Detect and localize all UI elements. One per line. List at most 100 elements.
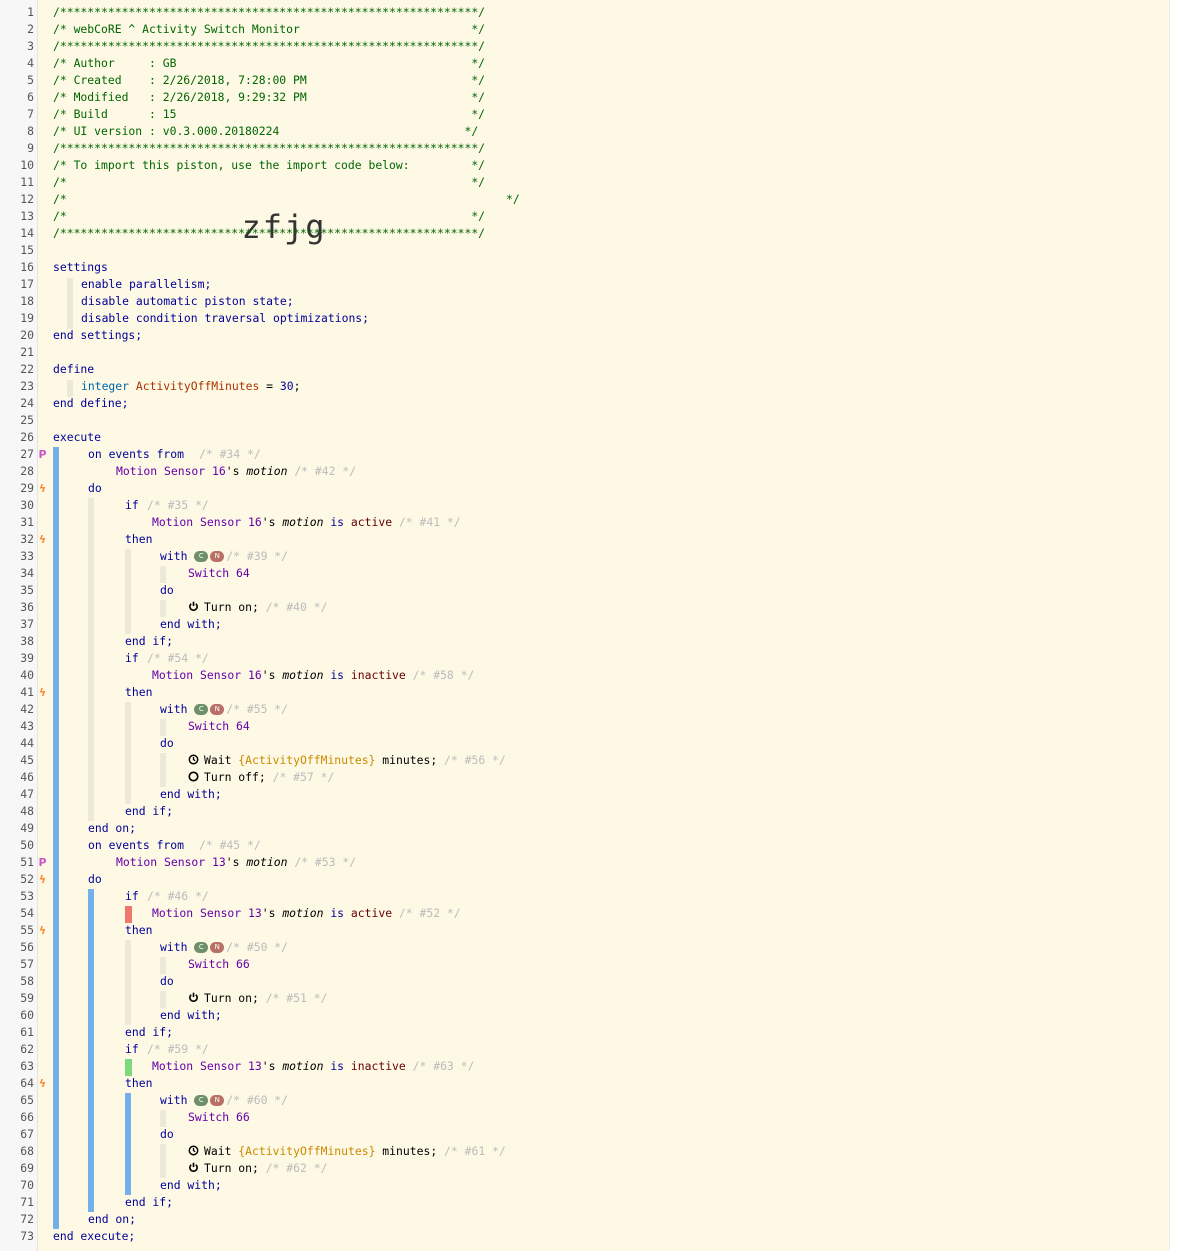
- task-turn-off[interactable]: Turn off; /* #57 */: [188, 769, 334, 786]
- build-line: /* Build : 15 */: [53, 107, 486, 121]
- n-badge[interactable]: N: [210, 1095, 225, 1106]
- end-execute-keyword: end execute;: [53, 1229, 136, 1243]
- end-on-keyword: end on;: [88, 821, 137, 835]
- possessive: 's: [261, 668, 283, 682]
- wait-expression: {ActivityOffMinutes}: [238, 1144, 376, 1158]
- line-number: 70: [20, 1178, 34, 1192]
- import-note: /* To import this piston, use the import…: [53, 158, 486, 172]
- line-number: 71: [20, 1195, 34, 1209]
- setting-item[interactable]: disable automatic piston state;: [81, 294, 294, 308]
- line-number: 16: [20, 260, 34, 274]
- c-badge[interactable]: C: [194, 551, 209, 562]
- piston-title: /* webCoRE ^ Activity Switch Monitor */: [53, 22, 486, 36]
- possessive: 's: [225, 855, 247, 869]
- line-number: 73: [20, 1229, 34, 1243]
- device-switch-64[interactable]: Switch 64: [188, 566, 250, 580]
- event-trigger[interactable]: Motion Sensor 13's motion /* #53 */: [116, 854, 356, 871]
- line-number: 27: [20, 447, 34, 461]
- task-turn-on[interactable]: Turn on; /* #62 */: [188, 1160, 327, 1177]
- n-badge[interactable]: N: [210, 551, 225, 562]
- end-define-keyword: end define;: [53, 396, 129, 410]
- statement-id: /* #35 */: [147, 498, 209, 512]
- with-keyword: with: [160, 702, 188, 716]
- line-number: 48: [20, 804, 34, 818]
- statement-id: /* #39 */: [226, 549, 289, 563]
- task-turn-on[interactable]: Turn on; /* #40 */: [188, 599, 327, 616]
- settings-keyword[interactable]: settings: [53, 260, 108, 274]
- condition[interactable]: Motion Sensor 13's motion is inactive /*…: [152, 1058, 474, 1075]
- wait-unit: minutes;: [375, 753, 438, 767]
- line-number: 50: [20, 838, 34, 852]
- device-switch-66[interactable]: Switch 66: [188, 957, 250, 971]
- device-switch-66[interactable]: Switch 66: [188, 1110, 250, 1124]
- task-turn-on[interactable]: Turn on; /* #51 */: [188, 990, 327, 1007]
- statement-id: /* #40 */: [265, 600, 328, 614]
- line-number: 29: [20, 481, 34, 495]
- variable-declaration[interactable]: integer ActivityOffMinutes = 30;: [81, 378, 300, 395]
- if-keyword[interactable]: if: [125, 651, 139, 665]
- on-events-from[interactable]: on events from: [88, 838, 185, 852]
- indent-guide: [88, 498, 94, 821]
- line-number: 5: [27, 73, 34, 87]
- line-number: 38: [20, 634, 34, 648]
- if-keyword[interactable]: if: [125, 889, 139, 903]
- import-code[interactable]: zfjg: [241, 208, 327, 246]
- line-number: 34: [20, 566, 34, 580]
- c-badge[interactable]: C: [194, 942, 209, 953]
- line-number: 7: [27, 107, 34, 121]
- end-with-keyword: end with;: [160, 617, 222, 631]
- statement-id: /* #53 */: [294, 855, 357, 869]
- on-events-from[interactable]: on events from: [88, 447, 185, 461]
- line-number: 36: [20, 600, 34, 614]
- task-wait[interactable]: Wait {ActivityOffMinutes} minutes; /* #6…: [188, 1143, 506, 1160]
- then-keyword: then: [125, 532, 153, 546]
- device-motion-sensor-16: Motion Sensor 16: [152, 515, 262, 529]
- n-badge[interactable]: N: [210, 704, 225, 715]
- line-number: 55: [20, 923, 34, 937]
- line-number: 56: [20, 940, 34, 954]
- value-inactive: inactive: [350, 1059, 406, 1073]
- c-badge[interactable]: C: [194, 704, 209, 715]
- device-switch-64[interactable]: Switch 64: [188, 719, 250, 733]
- attribute-motion: motion: [282, 668, 324, 682]
- line-number: 31: [20, 515, 34, 529]
- indent-guide: [125, 549, 131, 634]
- task-label: Turn on;: [204, 1161, 259, 1175]
- condition[interactable]: Motion Sensor 13's motion is active /* #…: [152, 905, 461, 922]
- setting-item[interactable]: disable condition traversal optimization…: [81, 311, 370, 325]
- event-trigger[interactable]: Motion Sensor 16's motion /* #42 */: [116, 463, 356, 480]
- statement-id: /* #56 */: [444, 753, 506, 767]
- c-badge[interactable]: C: [194, 1095, 209, 1106]
- attribute-motion: motion: [246, 464, 288, 478]
- if-keyword[interactable]: if: [125, 498, 139, 512]
- value-active: active: [350, 515, 393, 529]
- statement-id: /* #63 */: [412, 1059, 475, 1073]
- define-keyword[interactable]: define: [53, 362, 95, 376]
- comment-open: /*: [53, 192, 67, 206]
- header-border: /***************************************…: [53, 39, 486, 53]
- possessive: 's: [261, 515, 283, 529]
- condition[interactable]: Motion Sensor 16's motion is active /* #…: [152, 514, 461, 531]
- line-number: 30: [20, 498, 34, 512]
- end-with-keyword: end with;: [160, 787, 222, 801]
- statement-id: /* #34 */: [199, 447, 261, 461]
- n-badge[interactable]: N: [210, 942, 225, 953]
- condition[interactable]: Motion Sensor 16's motion is inactive /*…: [152, 667, 474, 684]
- line-number: 61: [20, 1025, 34, 1039]
- setting-item[interactable]: enable parallelism;: [81, 277, 212, 291]
- execute-keyword[interactable]: execute: [53, 430, 102, 444]
- line-number: 69: [20, 1161, 34, 1175]
- if-keyword[interactable]: if: [125, 1042, 139, 1056]
- line-number: 63: [20, 1059, 34, 1073]
- line-number: 59: [20, 991, 34, 1005]
- execution-bar: [88, 889, 94, 1212]
- line-number: 32: [20, 532, 34, 546]
- task-wait[interactable]: Wait {ActivityOffMinutes} minutes; /* #5…: [188, 752, 506, 769]
- line-number: 42: [20, 702, 34, 716]
- author-line: /* Author : GB */: [53, 56, 486, 70]
- line-number: 39: [20, 651, 34, 665]
